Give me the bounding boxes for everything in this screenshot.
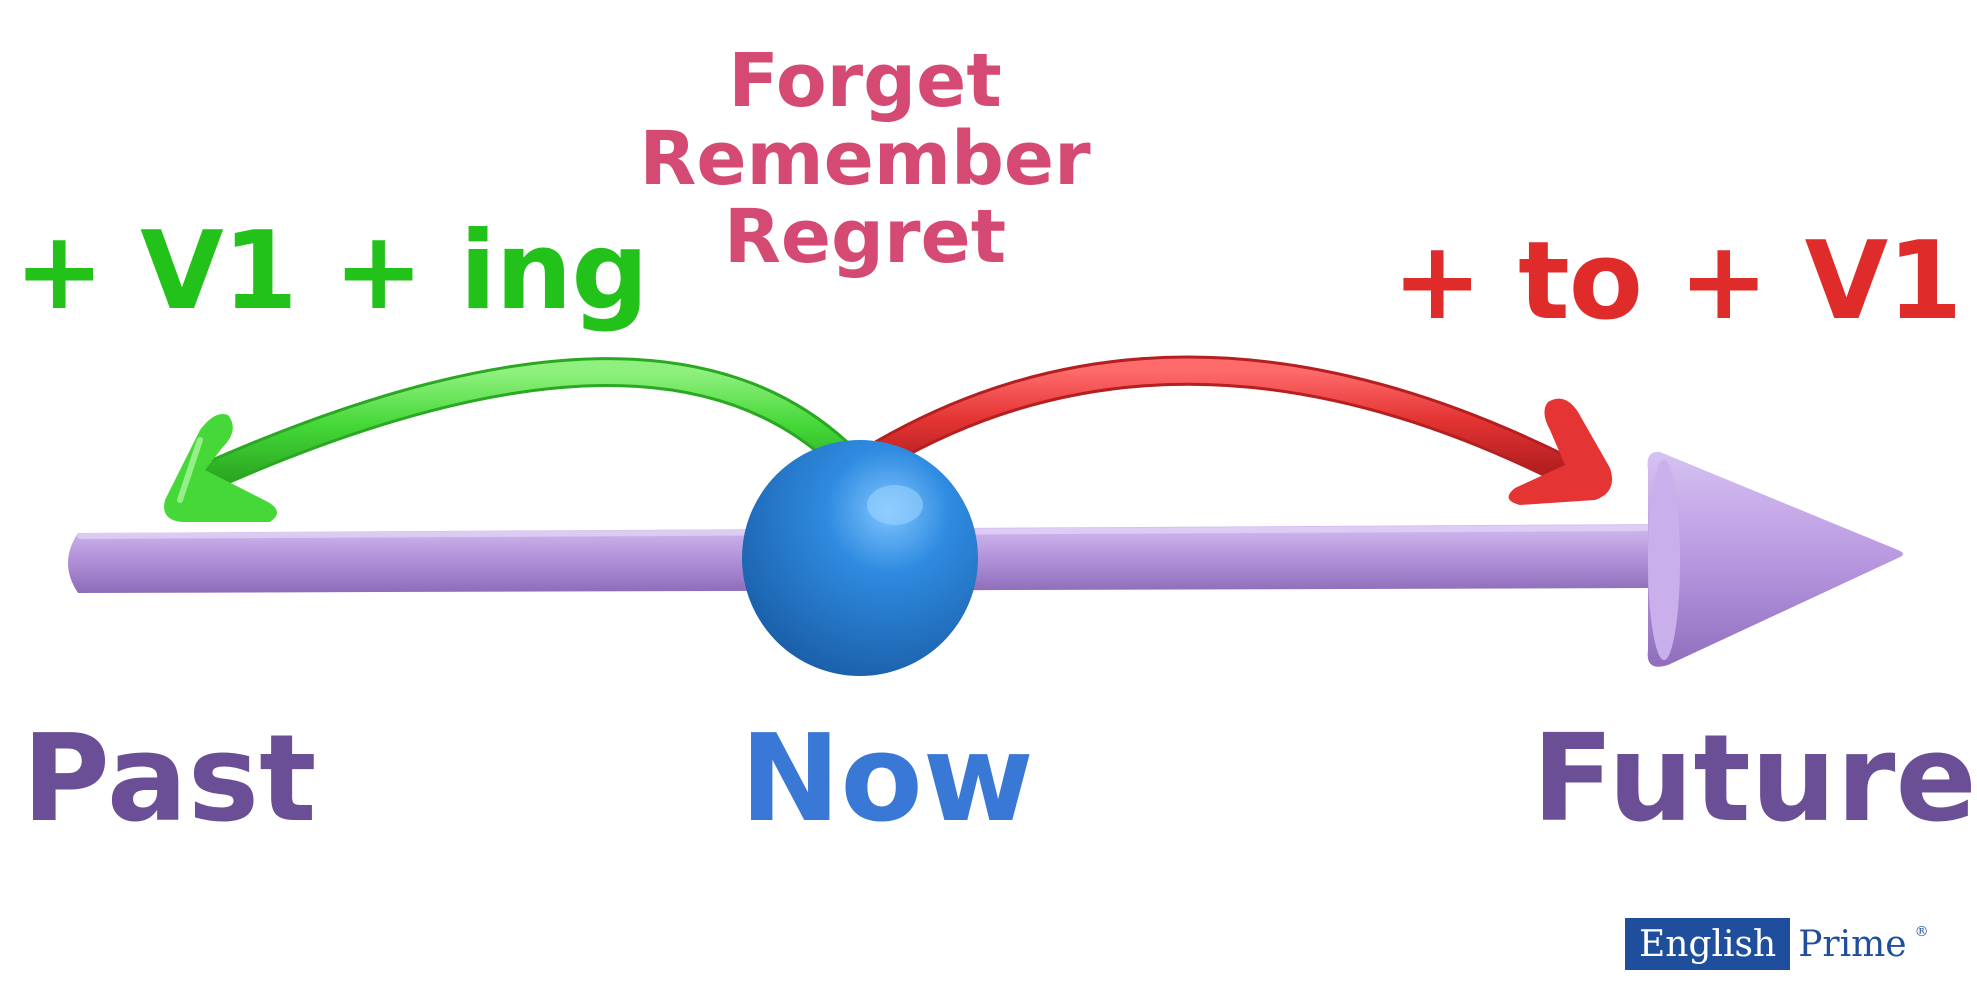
label-now: Now	[740, 710, 1034, 849]
verb-regret: Regret	[723, 194, 1007, 280]
timeline-diagram	[68, 355, 1903, 676]
logo-english: English	[1625, 918, 1791, 970]
infinitive-rule: + to + V1	[1392, 219, 1962, 344]
sphere-icon	[742, 440, 978, 676]
registered-mark: ®	[1914, 924, 1929, 940]
gerund-rule: + V1 + ing	[14, 209, 649, 334]
timeline-arrow-icon	[68, 451, 1903, 667]
brand-logo: English Prime ®	[1625, 918, 1929, 970]
logo-prime: Prime	[1790, 918, 1915, 970]
curved-arrow-right-icon	[865, 355, 1613, 505]
verb-list: Forget Remember Regret	[520, 42, 1210, 276]
verb-remember: Remember	[639, 116, 1091, 202]
verb-forget: Forget	[728, 38, 1002, 124]
curved-arrow-left-icon	[164, 357, 853, 522]
label-future: Future	[1532, 710, 1977, 849]
label-past: Past	[22, 710, 317, 849]
